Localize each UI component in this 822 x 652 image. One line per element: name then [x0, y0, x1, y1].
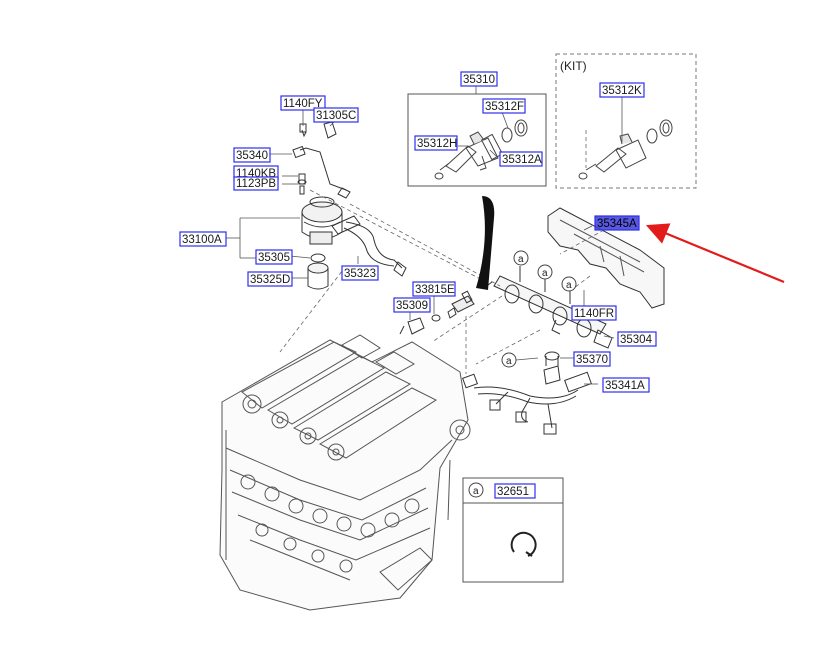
part-label-35310: 35310: [460, 71, 498, 87]
part-number-text: 35304: [620, 334, 653, 346]
part-label-35305: 35305: [255, 249, 293, 265]
part-number-text: 35325D: [250, 274, 290, 286]
wiring-harness-illustration: [462, 351, 592, 435]
part-number-text: 35309: [396, 300, 428, 312]
part-label-31305c: 31305C: [313, 107, 359, 123]
svg-text:a: a: [518, 254, 524, 265]
part-label-35312k: 35312K: [599, 82, 645, 98]
part-number-text: 1140FY: [283, 98, 323, 110]
part-number-labels: 1140FY31305C353401140KB1123PB33100A35305…: [179, 71, 657, 499]
flow-arrow-icon: [476, 196, 495, 290]
part-number-text: 35312K: [602, 85, 642, 97]
part-label-35341a: 35341A: [602, 377, 650, 393]
part-label-box: [414, 135, 458, 151]
part-label-35312f: 35312F: [482, 98, 526, 114]
part-label-box: [393, 297, 431, 313]
part-label-box: [233, 176, 279, 191]
fuel-pump-illustration: [292, 121, 407, 290]
part-number-text: 1123PB: [236, 178, 276, 190]
part-label-box: [482, 98, 526, 114]
part-number-text: 35312A: [502, 154, 542, 166]
part-number-text: 35341A: [605, 380, 645, 392]
kit-box: [555, 53, 697, 189]
part-number-text: 32651: [497, 486, 529, 498]
part-label-35323: 35323: [341, 265, 379, 281]
heat-shield-detail: [559, 219, 645, 277]
part-label-box: [179, 231, 227, 247]
part-label-1140fy: 1140FY: [280, 95, 326, 111]
svg-text:a: a: [506, 356, 512, 367]
part-number-text: 35310: [463, 74, 495, 86]
part-label-35304: 35304: [617, 331, 657, 347]
part-label-35370: 35370: [573, 351, 611, 367]
part-number-text: 35323: [344, 268, 376, 280]
clip-ring-icon: [510, 531, 537, 557]
part-label-box: [460, 71, 498, 87]
part-label-box: [280, 95, 326, 111]
part-label-33100a: 33100A: [179, 231, 227, 247]
part-label-35312h: 35312H: [414, 135, 458, 151]
part-label-box: [499, 151, 543, 167]
part-label-35309: 35309: [393, 297, 431, 313]
part-label-box: [602, 377, 650, 393]
part-label-35312a: 35312A: [499, 151, 543, 167]
part-label-box: [599, 82, 645, 98]
part-label-box: [573, 351, 611, 367]
part-label-box: [494, 483, 536, 499]
engine-block-illustration: [219, 334, 471, 611]
part-label-33815e: 33815E: [412, 281, 456, 297]
callout-a-leader: [515, 357, 539, 361]
part-label-1140fr: 1140FR: [571, 305, 617, 321]
part-number-text: 31305C: [316, 110, 356, 122]
part-label-box: [341, 265, 379, 281]
part-label-box: [571, 305, 617, 321]
pointer-arrow-icon: [645, 223, 785, 284]
part-number-text: 35345A: [597, 218, 637, 230]
svg-text:a: a: [566, 280, 572, 291]
svg-text:a: a: [542, 268, 548, 279]
svg-text:a: a: [473, 486, 479, 497]
part-number-text: 35370: [576, 354, 608, 366]
part-number-text: 33100A: [182, 234, 222, 246]
part-label-box: [247, 271, 293, 287]
callout-box-32651: [462, 477, 564, 583]
part-label-35325d: 35325D: [247, 271, 293, 287]
part-number-text: 35305: [258, 252, 290, 264]
heat-shield-illustration: [547, 207, 665, 309]
part-number-text: 1140FR: [574, 308, 614, 320]
part-label-35345a: 35345A: [594, 215, 640, 231]
part-label-box: [233, 147, 271, 163]
part-label-box: [594, 215, 640, 231]
part-number-text: 35312H: [417, 138, 457, 150]
pressure-sensor-illustration: [399, 290, 475, 335]
part-label-box: [412, 281, 456, 297]
injector-set-box: [407, 93, 547, 187]
callout-a-circles: a a a a a: [468, 250, 577, 498]
part-number-text: 33815E: [415, 284, 455, 296]
part-label-35340: 35340: [233, 147, 271, 163]
kit-injector-illustration: [578, 119, 673, 180]
part-label-box: [255, 249, 293, 265]
part-label-box: [617, 331, 657, 347]
kit-label: (KIT): [560, 59, 587, 73]
part-label-1123pb: 1123PB: [233, 176, 279, 191]
clip-ring-end: [525, 551, 533, 557]
part-label-box: [313, 107, 359, 123]
part-label-32651: 32651: [494, 483, 536, 499]
part-number-text: 35312F: [485, 101, 524, 113]
part-number-text: 35340: [236, 150, 268, 162]
dashed-guides: [279, 130, 605, 374]
